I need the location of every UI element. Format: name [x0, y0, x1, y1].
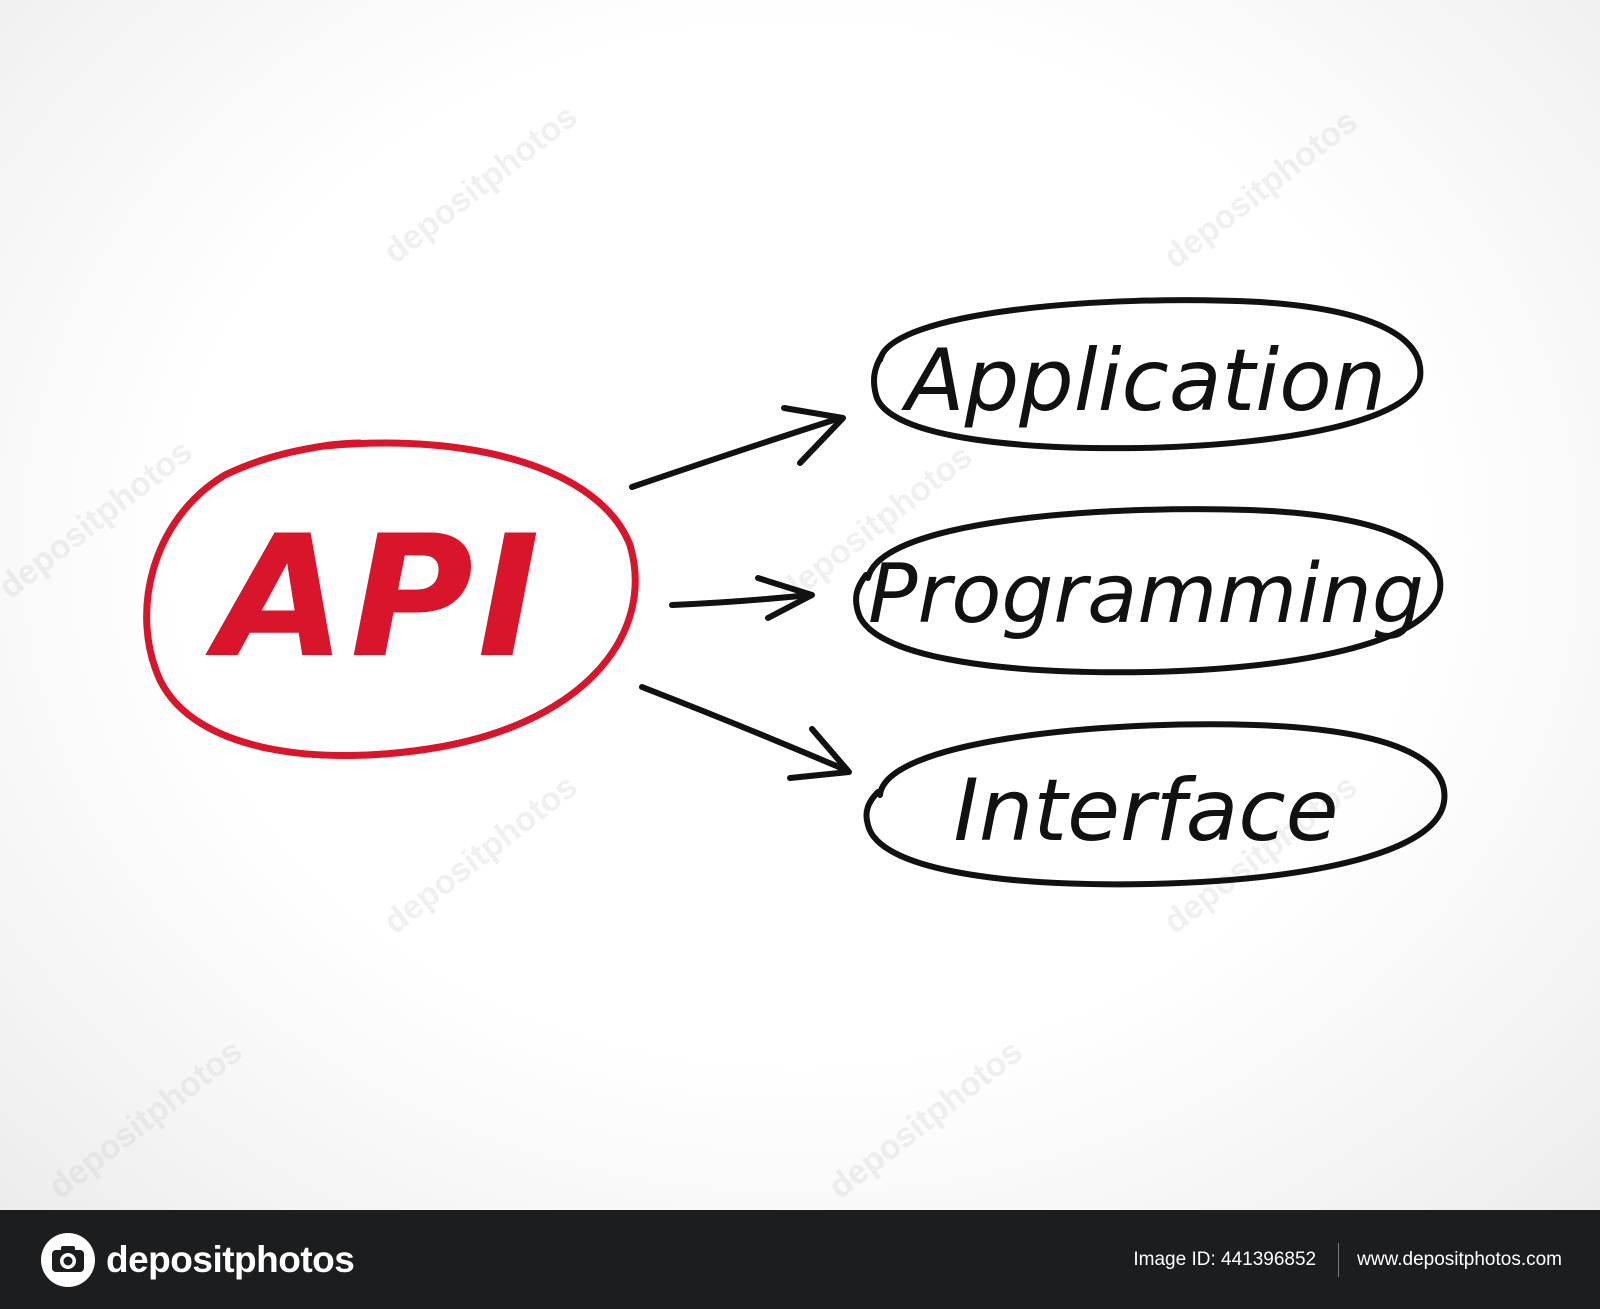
camera-logo-icon	[41, 1233, 95, 1287]
acronym-circle	[143, 439, 639, 760]
arrow-to-programming	[669, 592, 813, 608]
watermark-text: depositphotos	[42, 1032, 250, 1206]
watermark-layer: depositphotos depositphotos depositphoto…	[0, 97, 1364, 1206]
watermark-text: depositphotos	[377, 767, 585, 941]
oval-application	[871, 297, 1424, 452]
term-label-programming: Programming	[868, 547, 1424, 642]
footer-bar: depositphotos Image ID: 441396852 www.de…	[0, 1210, 1600, 1309]
footer-meta: Image ID: 441396852 www.depositphotos.co…	[1133, 1210, 1562, 1309]
oval-interface	[863, 721, 1448, 888]
acronym-text: API	[205, 499, 544, 695]
brand-name: depositphotos	[106, 1239, 355, 1280]
diagram-svg: depositphotos depositphotos depositphoto…	[0, 97, 1448, 1206]
meta-divider	[1338, 1242, 1340, 1277]
watermark-text: depositphotos	[822, 1032, 1030, 1206]
diagram-canvas: depositphotos depositphotos depositphoto…	[0, 0, 1600, 1210]
watermark-text: depositphotos	[377, 97, 585, 271]
arrowhead-programming	[755, 575, 815, 621]
oval-programming	[853, 506, 1444, 676]
arrows	[629, 405, 852, 781]
arrowhead-application	[781, 405, 846, 466]
watermark-text: depositphotos	[1157, 102, 1365, 276]
term-label-interface: Interface	[953, 761, 1338, 861]
site-link[interactable]: www.depositphotos.com	[1357, 1248, 1562, 1270]
term-ovals	[853, 297, 1448, 888]
brand[interactable]: depositphotos	[40, 1232, 355, 1288]
term-label-application: Application	[901, 331, 1387, 431]
image-id: Image ID: 441396852	[1133, 1248, 1317, 1270]
watermark-text: depositphotos	[0, 432, 199, 606]
arrowhead-interface	[787, 726, 852, 781]
arrow-to-application	[629, 415, 843, 490]
arrow-to-interface	[639, 684, 849, 773]
